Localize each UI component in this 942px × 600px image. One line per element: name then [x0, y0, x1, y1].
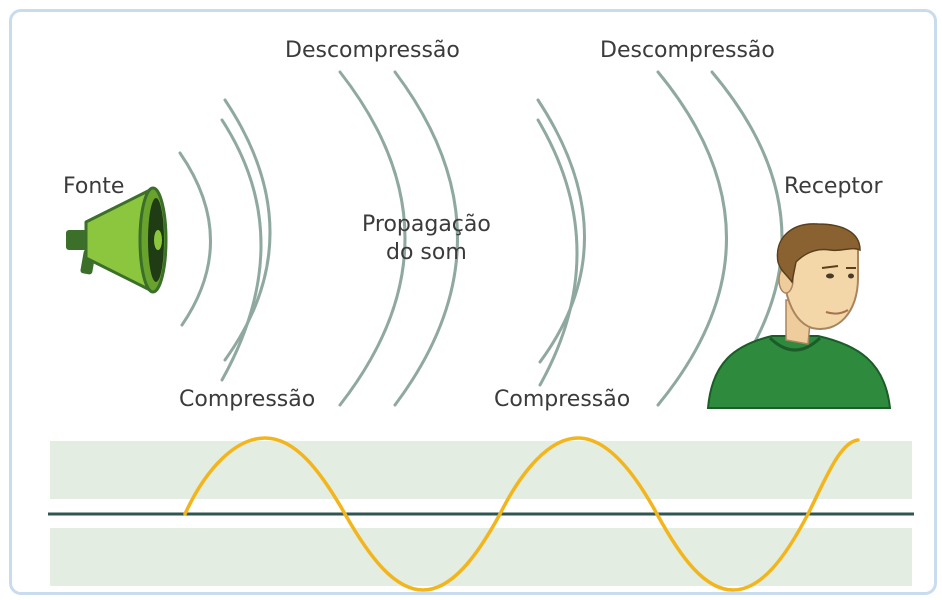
- wave-arc-5: [393, 70, 459, 407]
- upper-band: [50, 441, 912, 499]
- wave-arc-3: [220, 118, 263, 382]
- compression-label-2: Compressão: [494, 387, 631, 412]
- source-label: Fonte: [63, 174, 125, 199]
- compression-label-1: Compressão: [179, 387, 316, 412]
- wave-arc-1: [178, 151, 212, 327]
- wave-arc-8: [656, 70, 728, 407]
- wave-arc-6: [536, 98, 586, 364]
- person-icon: [706, 223, 892, 409]
- propagation-label-line2: do som: [386, 240, 467, 265]
- decompression-label-1: Descompressão: [285, 38, 460, 63]
- wave-arc-7: [536, 118, 579, 387]
- propagation-label-line1: Propagação: [362, 212, 491, 237]
- megaphone-icon: [66, 186, 168, 294]
- receiver-label: Receptor: [784, 174, 883, 199]
- sine-wave: [183, 436, 860, 592]
- lower-band: [50, 528, 912, 586]
- wave-arc-4: [338, 70, 407, 407]
- decompression-label-2: Descompressão: [600, 38, 775, 63]
